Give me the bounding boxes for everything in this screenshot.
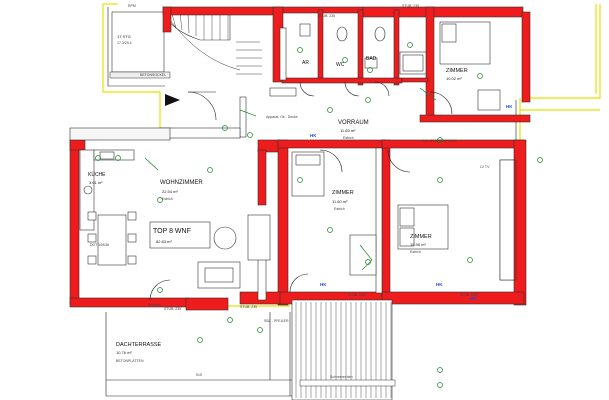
annotations: RPM STUB: 235 STUB: 235 STUB: 235 STUB: … <box>90 4 490 379</box>
dim-515: 515 <box>196 373 202 377</box>
stu-label-top: STUB: 235 <box>318 14 335 18</box>
stu-label-bottom-left: STUB: 235 <box>164 307 181 311</box>
room-labels: KÜCHE 3.61 m² WOHNZIMMER 22.54 m² Estric… <box>88 56 468 363</box>
stair-dims: 17.3/29.4 <box>117 41 132 45</box>
top-unit-area: 82.83 m² <box>156 239 172 244</box>
room-area-vorraum: 11.65 m² <box>340 128 356 133</box>
room-area-zimmer-right: 15.96 m² <box>410 242 426 247</box>
stu-label-top-right: STUB: 235 <box>402 4 419 8</box>
hk-label-4: HK <box>506 104 513 109</box>
staircase: 17 STG 17.3/29.4 BETONSOCKEL <box>109 11 262 106</box>
room-name-bad: BAD <box>366 56 377 62</box>
stu-label-bottom-right: STUB: 235 <box>460 293 477 297</box>
top-unit-name: TOP 8 WNF <box>153 228 191 235</box>
apparat-label: Apparat. Gk - Decke <box>266 115 298 119</box>
room-name-wc: WC <box>336 62 345 68</box>
room-area-zimmer-center: 11.60 m² <box>332 199 348 204</box>
room-area-zimmer-top-right: 10.02 m² <box>446 76 462 81</box>
rpm-label-top: RPM <box>128 4 136 8</box>
blue-labels: HK HK HK HK HK <box>310 104 513 301</box>
stair-label: 17 STG <box>117 34 131 39</box>
room-floor-zimmer-right: Estrich <box>410 250 421 254</box>
room-name-dachterrasse: DACHTERRASSE <box>116 342 162 348</box>
walls <box>69 6 531 311</box>
room-name-kueche: KÜCHE <box>88 171 106 178</box>
hk-label-1: HK <box>310 133 317 138</box>
schacht-label: Schacht <box>148 303 161 307</box>
schneerechen-label: Schneerechen <box>330 375 353 379</box>
hk-label-5: HK <box>470 296 477 301</box>
room-name-vorraum: VORRAUM <box>338 120 369 126</box>
room-area-dachterrasse: 10.76 m² <box>116 350 132 355</box>
room-name-zimmer-top-right: ZIMMER <box>446 68 468 74</box>
room-floor-zimmer-center: Estrich <box>334 207 345 211</box>
hk-label-3: HK <box>436 282 443 287</box>
dach-schraege-label: DK - SCHRÄGE 22/25 <box>422 139 457 143</box>
stu-label-bottom-center: STUB: 235 <box>348 293 365 297</box>
dot-label: DOT 109/36 <box>90 243 109 247</box>
electrical-symbols <box>95 42 543 388</box>
room-name-zimmer-right: ZIMMER <box>410 234 432 240</box>
room-area-wohnzimmer: 22.54 m² <box>162 189 178 194</box>
stu-label-bottom: STUB: 235 <box>240 305 257 309</box>
furniture <box>79 21 515 289</box>
room-area-kueche: 3.61 m² <box>89 180 103 185</box>
hk-label-2: HK <box>320 282 327 287</box>
room-name-wohnzimmer: WOHNZIMMER <box>160 180 203 186</box>
z-lv-label: LV TV <box>480 165 490 169</box>
stair-slab-label: BETONSOCKEL <box>140 73 166 77</box>
room-floor-wohnzimmer: Estrich <box>162 197 173 201</box>
sbz-pfeiler-label: SBZ - PFEILER <box>264 319 289 323</box>
room-floor-dachterrasse: BETONPLATTEN <box>116 359 144 363</box>
room-name-ar: AR <box>302 60 309 66</box>
room-floor-vorraum: Estrich <box>343 136 354 140</box>
terrace-deck <box>291 299 396 400</box>
room-name-zimmer-center: ZIMMER <box>332 190 354 196</box>
door-swings <box>149 81 453 301</box>
partitions <box>69 27 383 301</box>
